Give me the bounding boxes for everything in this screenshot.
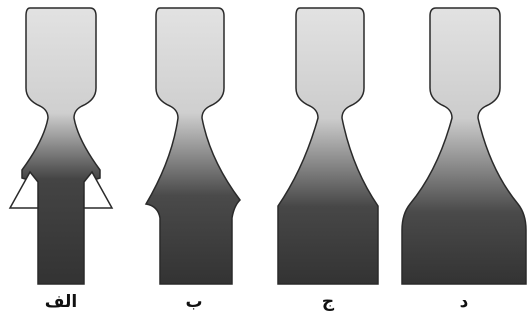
label-c: ج — [321, 292, 335, 312]
nozzle-a — [8, 7, 114, 285]
nozzle-a-shock-left — [8, 170, 39, 209]
nozzle-a-body — [21, 7, 101, 285]
label-b: ب — [185, 292, 203, 312]
label-a: الف — [44, 292, 78, 312]
nozzle-a-shock-right — [83, 170, 114, 209]
nozzle-b-body — [144, 7, 241, 285]
nozzle-b — [144, 7, 241, 285]
nozzle-d-body — [401, 7, 527, 285]
nozzle-c — [277, 7, 379, 285]
nozzle-d — [401, 7, 527, 285]
nozzle-c-body — [277, 7, 379, 285]
label-d: د — [459, 292, 469, 312]
